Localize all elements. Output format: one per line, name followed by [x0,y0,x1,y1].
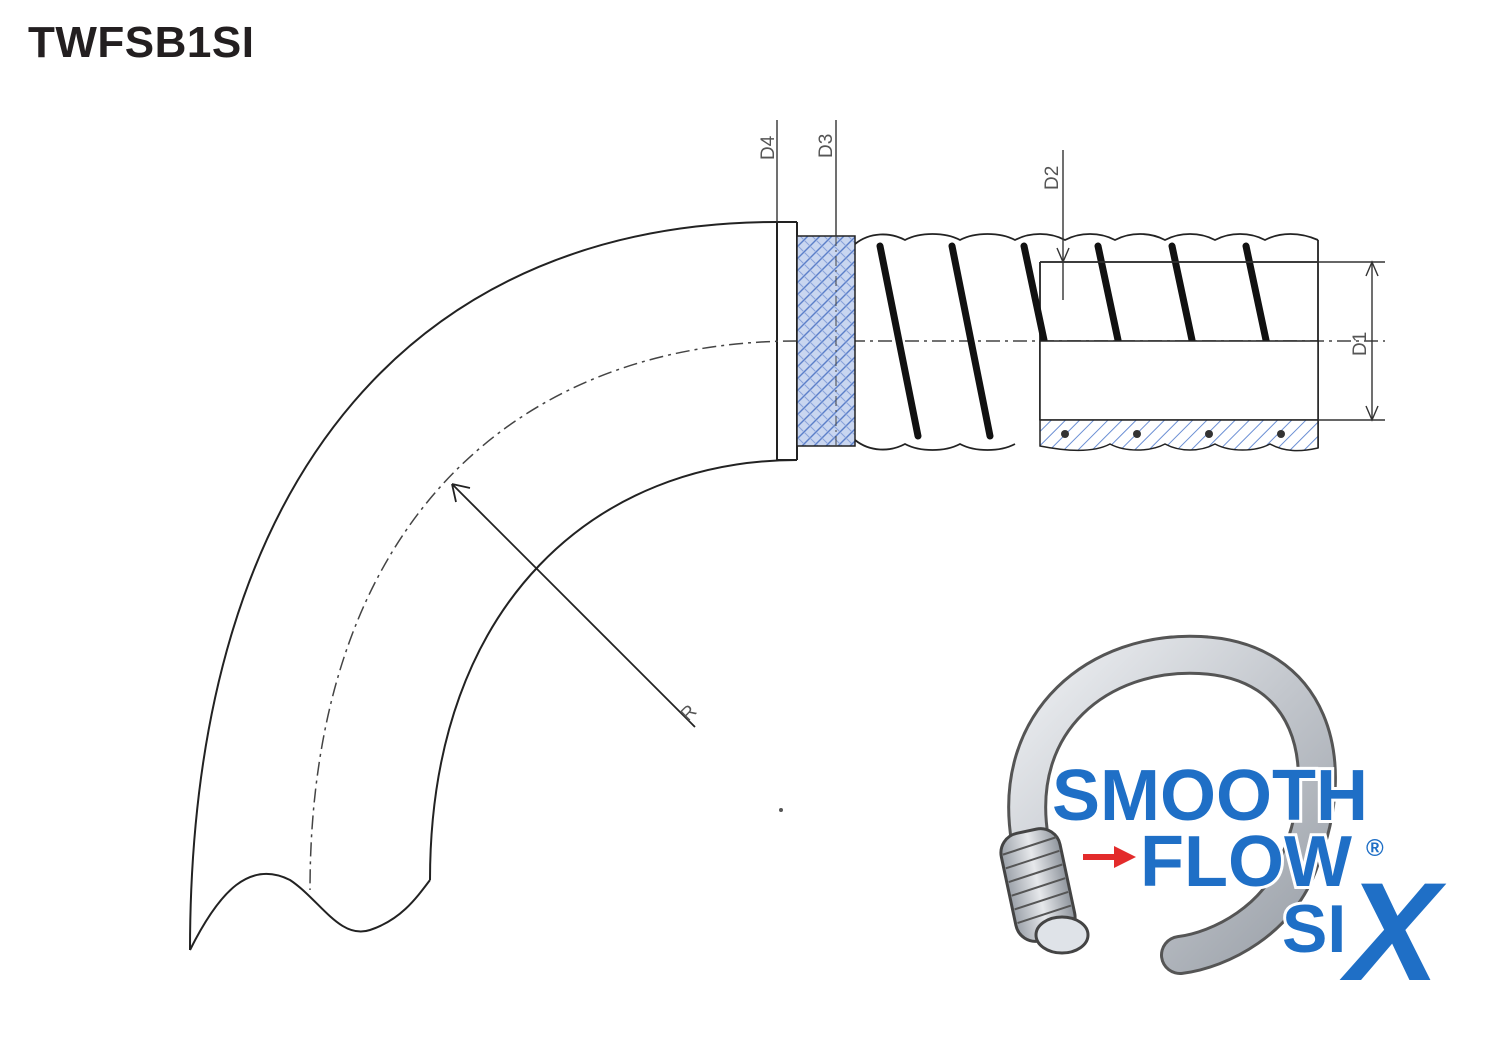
logo-arrow [1083,846,1136,868]
dim-d1-label: D1 [1350,332,1371,356]
logo-x-mark: X [1339,853,1447,1010]
dim-r-label: R [677,701,702,726]
logo-si-text: SI [1282,891,1346,967]
logo-flow-text: FLOW [1140,822,1352,902]
braid-section [796,235,856,447]
stray-dot [779,808,783,812]
logo-smooth-text: SMOOTH [1052,756,1368,836]
radius-dimension [451,483,696,728]
dim-d2-label: D2 [1042,166,1063,190]
logo-coil-end [999,827,1090,955]
logo-registered-mark: ® [1366,835,1384,862]
dim-d4-label: D4 [758,135,779,160]
dimension-lines [776,120,1385,422]
product-title: TWFSB1SI [28,18,255,67]
smoothflow-logo: SMOOTH FLOW ® SI X [999,634,1450,1013]
cutaway-bore [1039,340,1319,452]
bent-hose [189,221,798,951]
dim-d3-label: D3 [816,134,837,158]
